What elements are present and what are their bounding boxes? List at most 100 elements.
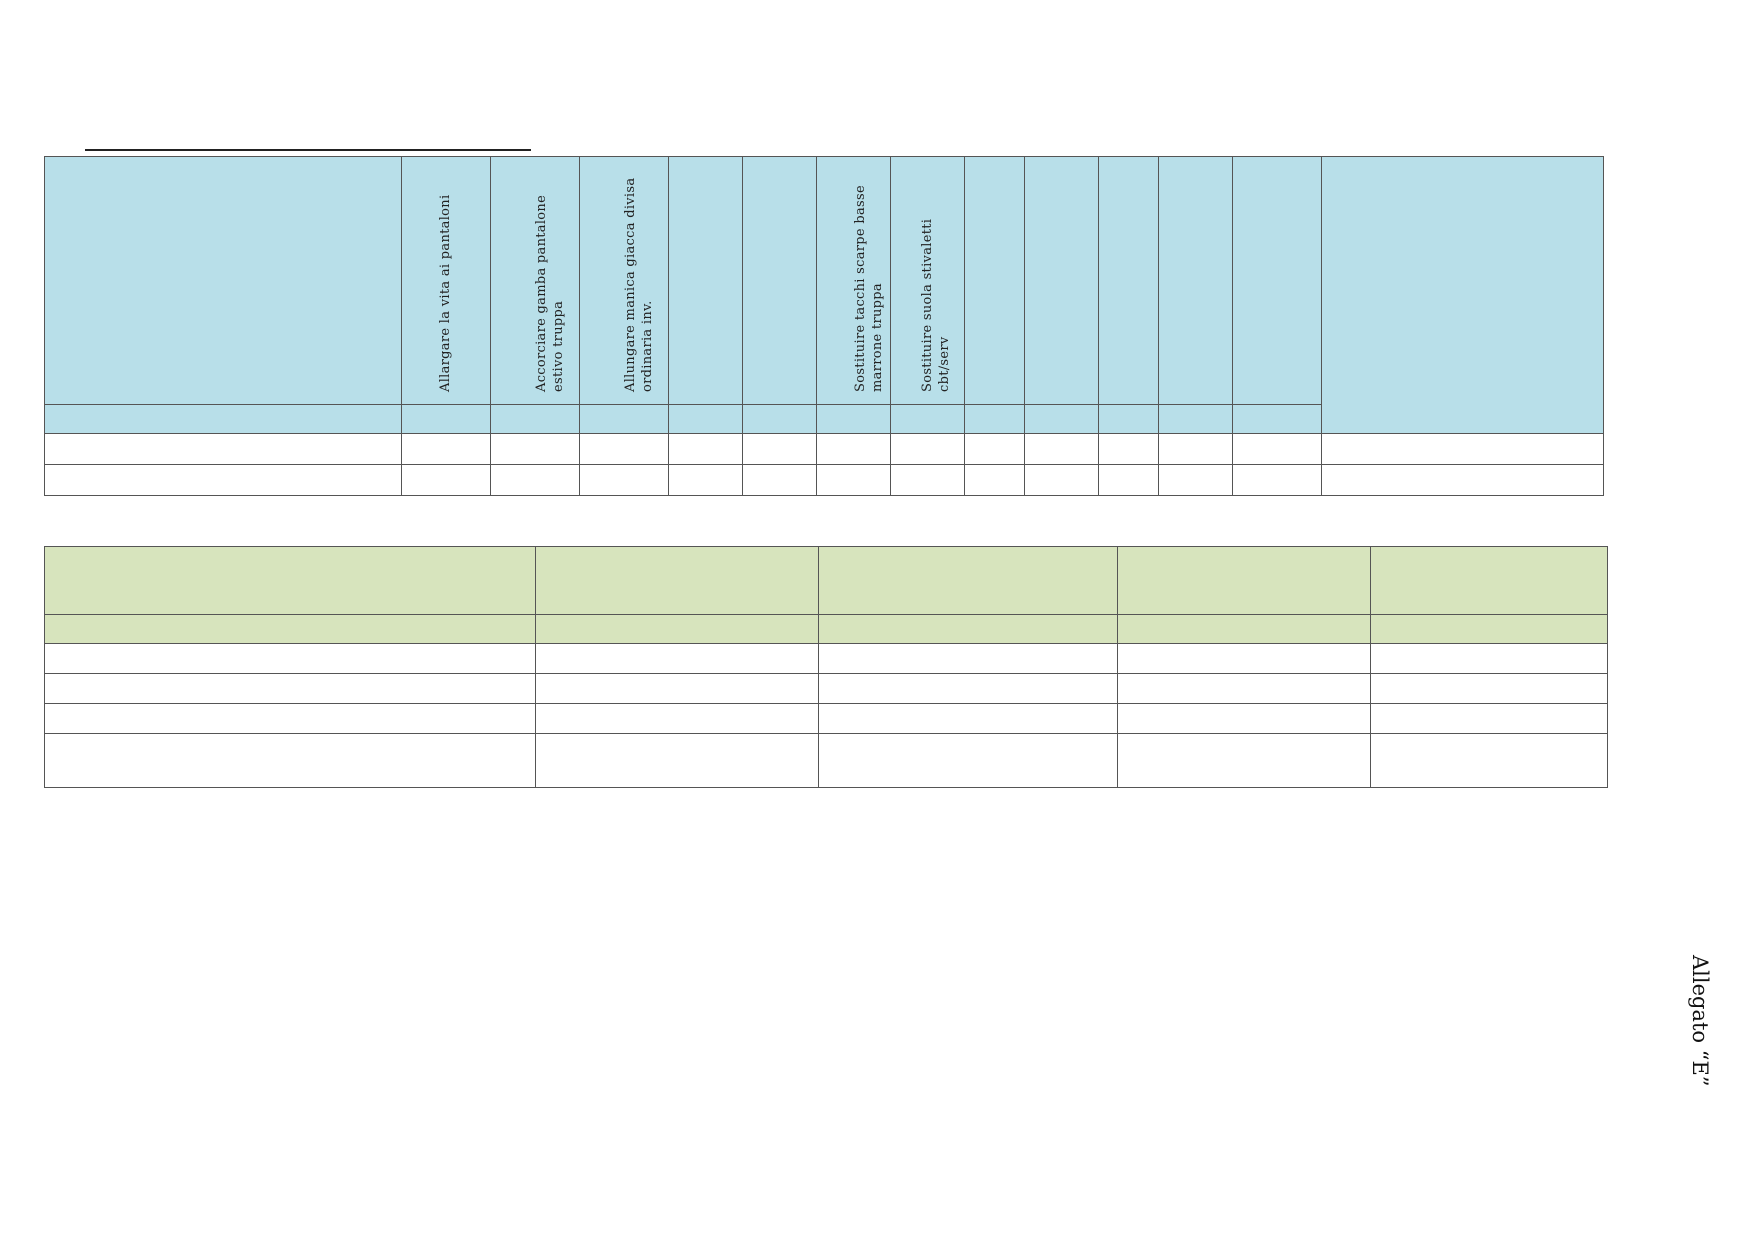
table-cell <box>44 733 536 788</box>
table-cell <box>1232 464 1322 496</box>
table-cell <box>535 733 819 788</box>
subheader-row <box>44 404 1604 434</box>
table-cell <box>1370 673 1608 704</box>
subheader-cell <box>44 404 402 434</box>
table-cell <box>401 433 491 465</box>
table-cell <box>1117 703 1371 734</box>
table-cell <box>1117 643 1371 674</box>
table-cell <box>818 643 1118 674</box>
header-cell-3: Allungare manica giacca divisa ordinaria… <box>579 156 669 405</box>
table-cell <box>1117 673 1371 704</box>
subheader-cell <box>816 404 891 434</box>
summary-header-cell <box>535 546 819 615</box>
summary-table <box>44 546 1608 788</box>
table-cell <box>579 464 669 496</box>
header-row: Allargare la vita ai pantaloni Accorciar… <box>44 156 1604 434</box>
table-row <box>44 643 1608 674</box>
table-cell <box>668 433 743 465</box>
summary-subheader-cell <box>535 614 819 644</box>
subheader-cell <box>890 404 965 434</box>
header-cell-7: Sostituire suola stivaletti cbt/serv <box>890 156 965 405</box>
table-cell <box>1321 433 1604 465</box>
summary-header-cell <box>818 546 1118 615</box>
subheader-cell <box>401 404 491 434</box>
table-cell <box>742 464 817 496</box>
table-cell <box>535 643 819 674</box>
table-cell <box>579 433 669 465</box>
summary-header-row <box>44 546 1608 615</box>
table-cell <box>818 733 1118 788</box>
table-cell <box>668 464 743 496</box>
table-cell <box>1024 433 1099 465</box>
header-cell-6: Sostituire tacchi scarpe basse marrone t… <box>816 156 891 405</box>
subheader-cell <box>742 404 817 434</box>
table-row <box>44 733 1608 788</box>
table-cell <box>1321 464 1604 496</box>
subheader-cell <box>1098 404 1159 434</box>
header-cell-10 <box>1098 156 1159 405</box>
table-cell <box>1370 733 1608 788</box>
table-cell <box>1158 464 1233 496</box>
table-cell <box>1158 433 1233 465</box>
table-row <box>44 464 1604 496</box>
table-cell <box>818 703 1118 734</box>
table-cell <box>401 464 491 496</box>
table-cell <box>535 673 819 704</box>
table-row <box>44 673 1608 704</box>
summary-subheader-cell <box>1370 614 1608 644</box>
alterations-table: Allargare la vita ai pantaloni Accorciar… <box>44 156 1604 496</box>
header-label: Sostituire tacchi scarpe basse marrone t… <box>852 185 885 392</box>
table-cell <box>816 464 891 496</box>
table-cell <box>44 673 536 704</box>
subheader-cell <box>1158 404 1233 434</box>
table-cell <box>742 433 817 465</box>
table-cell <box>964 433 1025 465</box>
table-cell <box>44 433 402 465</box>
table-cell <box>490 433 580 465</box>
subheader-cell <box>490 404 580 434</box>
subheader-cell <box>1024 404 1099 434</box>
header-cell-9 <box>1024 156 1099 405</box>
table-cell <box>44 703 536 734</box>
table-cell <box>44 643 536 674</box>
table-cell <box>816 433 891 465</box>
table-cell <box>1024 464 1099 496</box>
header-cell-notes <box>1321 156 1604 434</box>
subheader-cell <box>579 404 669 434</box>
table-row <box>44 703 1608 734</box>
header-cell-name <box>44 156 402 405</box>
subheader-cell <box>964 404 1025 434</box>
header-cell-1: Allargare la vita ai pantaloni <box>401 156 491 405</box>
header-cell-5 <box>742 156 817 405</box>
table-cell <box>1117 733 1371 788</box>
summary-header-cell <box>1370 546 1608 615</box>
table-cell <box>1098 433 1159 465</box>
table-cell <box>818 673 1118 704</box>
header-cell-11 <box>1158 156 1233 405</box>
header-cell-8 <box>964 156 1025 405</box>
table-cell <box>890 464 965 496</box>
summary-header-cell <box>1117 546 1371 615</box>
summary-subheader-cell <box>818 614 1118 644</box>
header-cell-12 <box>1232 156 1322 405</box>
header-label: Accorciare gamba pantalone estivo truppa <box>534 194 566 392</box>
summary-subheader-cell <box>1117 614 1371 644</box>
table-cell <box>1098 464 1159 496</box>
table-cell <box>44 464 402 496</box>
subheader-cell <box>668 404 743 434</box>
header-cell-4 <box>668 156 743 405</box>
table-cell <box>1370 703 1608 734</box>
header-label: Allungare manica giacca divisa ordinaria… <box>623 177 655 392</box>
subheader-cell <box>1232 404 1322 434</box>
table-cell <box>964 464 1025 496</box>
title-underline <box>85 149 531 151</box>
header-label: Sostituire suola stivaletti cbt/serv <box>919 218 952 392</box>
summary-header-cell <box>44 546 536 615</box>
header-cell-2: Accorciare gamba pantalone estivo truppa <box>490 156 580 405</box>
table-cell <box>1370 643 1608 674</box>
table-cell <box>890 433 965 465</box>
header-label: Allargare la vita ai pantaloni <box>438 194 453 392</box>
summary-subheader-cell <box>44 614 536 644</box>
summary-subheader-row <box>44 614 1608 644</box>
table-row <box>44 433 1604 465</box>
